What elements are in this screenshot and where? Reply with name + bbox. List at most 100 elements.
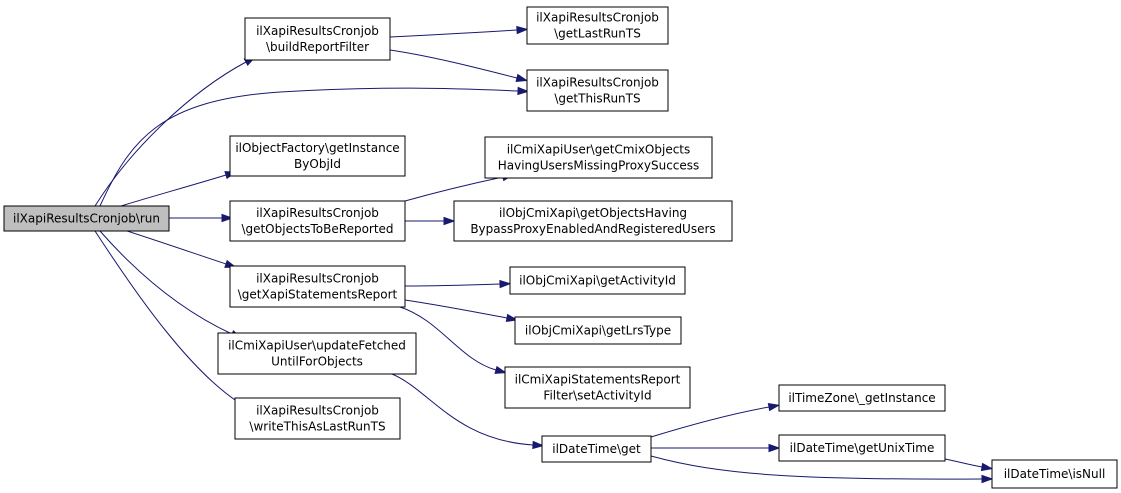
edge-arrowhead [494, 365, 508, 374]
node-get-objects-having-bypass-proxy-enabled-and-registered-users[interactable]: ilObjCmiXapi\getObjectsHavingBypassProxy… [453, 200, 733, 242]
edge-line [404, 299, 508, 319]
node-box[interactable] [778, 384, 946, 412]
edge-build-report-filter-to-get-last-run-t-s [389, 25, 529, 38]
node-box[interactable] [526, 69, 669, 112]
nodes-layer: ilXapiResultsCronjob\run ilXapiResultsCro… [3, 6, 1118, 489]
node-box[interactable] [229, 135, 406, 177]
edge-arrowhead [768, 443, 781, 453]
edge-get-unix-time-to-is-null [944, 458, 994, 472]
node-box[interactable] [453, 200, 733, 242]
node-label: BypassProxyEnabledAndRegisteredUsers [470, 222, 715, 236]
node-tz-get-instance[interactable]: ilTimeZone\_getInstance [778, 384, 946, 412]
edge-line [404, 176, 504, 202]
edge-line [389, 49, 518, 79]
node-label: \getThisRunTS [554, 92, 640, 106]
node-dt-get[interactable]: ilDateTime\get [541, 435, 652, 463]
node-label: ilObjCmiXapi\getActivityId [519, 274, 676, 288]
node-get-this-run-t-s[interactable]: ilXapiResultsCronjob \getThisRunTS [526, 69, 669, 112]
edge-run-to-get-this-run-t-s [99, 86, 530, 207]
edges-layer [94, 25, 994, 484]
node-get-cmix-objects-having-users-missing-proxy-success[interactable]: ilCmiXapiUser\getCmixObjectsHavingUsersM… [484, 136, 713, 179]
node-label: UntilForObjects [271, 355, 363, 369]
node-write-this-as-last-run-t-s[interactable]: ilXapiResultsCronjob \writeThisAsLastRunT… [234, 397, 401, 440]
edge-dt-get-to-is-null [650, 455, 994, 484]
node-run[interactable]: ilXapiResultsCronjob\run [3, 205, 170, 232]
node-label: HavingUsersMissingProxySuccess [498, 159, 700, 173]
edge-run-to-build-report-filter [94, 56, 257, 207]
node-label: \getObjectsToBeReported [241, 222, 393, 236]
edge-line [399, 306, 497, 371]
edge-line [404, 283, 501, 287]
node-box[interactable] [526, 6, 669, 45]
edge-line [94, 230, 239, 403]
node-get-unix-time[interactable]: ilDateTime\getUnixTime [778, 434, 946, 462]
edge-line [650, 455, 983, 480]
edge-dt-get-to-tz-get-instance [650, 402, 781, 438]
node-label: ilXapiResultsCronjob [256, 404, 379, 418]
node-label: ilCmiXapiUser\getCmixObjects [507, 143, 691, 157]
node-label: ilXapiResultsCronjob [536, 11, 659, 25]
node-label: ilDateTime\isNull [1004, 467, 1106, 481]
node-box[interactable] [504, 366, 691, 409]
node-box[interactable] [234, 397, 401, 440]
edge-line [944, 458, 983, 468]
edge-arrowhead [516, 25, 529, 35]
edge-line [389, 29, 518, 38]
edge-run-to-get-objects-to-be-reported [169, 213, 234, 223]
node-box[interactable] [229, 200, 406, 242]
node-box[interactable] [244, 17, 391, 61]
node-box[interactable] [217, 332, 417, 375]
edge-get-xapi-statements-report-to-set-activity-id [399, 306, 508, 374]
edge-arrowhead [499, 279, 512, 289]
node-get-lrs-type[interactable]: ilObjCmiXapi\getLrsType [514, 316, 682, 345]
node-box[interactable] [229, 265, 406, 308]
edge-update-fetched-until-for-objects-to-dt-get [391, 373, 545, 450]
edge-line [99, 230, 233, 335]
node-label: ilObjCmiXapi\getLrsType [525, 324, 671, 338]
node-label: \writeThisAsLastRunTS [249, 420, 385, 434]
edge-line [391, 373, 534, 446]
node-build-report-filter[interactable]: ilXapiResultsCronjob\buildReportFilter [244, 17, 391, 61]
edge-run-to-update-fetched-until-for-objects [99, 230, 243, 339]
edge-run-to-write-this-as-last-run-t-s [94, 230, 248, 409]
node-box[interactable] [991, 459, 1118, 489]
node-get-last-run-t-s[interactable]: ilXapiResultsCronjob\getLastRunTS [526, 6, 669, 45]
node-box[interactable] [514, 316, 682, 345]
node-box[interactable] [541, 435, 652, 463]
edge-arrowhead [517, 86, 530, 96]
node-label: ilXapiResultsCronjob [256, 206, 379, 220]
node-box[interactable] [484, 136, 713, 179]
edge-arrowhead [443, 216, 456, 226]
node-label: ilDateTime\get [552, 442, 641, 456]
node-update-fetched-until-for-objects[interactable]: ilCmiXapiUser\updateFetchedUntilForObjec… [217, 332, 417, 375]
node-get-activity-id[interactable]: ilObjCmiXapi\getActivityId [509, 266, 686, 295]
node-label: ilXapiResultsCronjob [256, 24, 379, 38]
edge-build-report-filter-to-get-this-run-t-s [389, 49, 529, 82]
node-box[interactable] [3, 205, 170, 232]
edge-run-to-get-instance-by-obj-id [120, 171, 238, 207]
edge-arrowhead [767, 402, 781, 412]
node-label: Filter\setActivityId [543, 389, 651, 403]
node-label: ilObjectFactory\getInstance [235, 141, 399, 155]
node-box[interactable] [509, 266, 686, 295]
node-box[interactable] [778, 434, 946, 462]
node-set-activity-id[interactable]: ilCmiXapiStatementsReportFilter\setActiv… [504, 366, 691, 409]
node-is-null[interactable]: ilDateTime\isNull [991, 459, 1118, 489]
edge-line [99, 87, 519, 207]
node-get-objects-to-be-reported[interactable]: ilXapiResultsCronjob \getObjectsToBeRepor… [229, 200, 406, 242]
node-label: ilObjCmiXapi\getObjectsHaving [499, 206, 687, 220]
edge-arrowhead [505, 313, 519, 323]
edge-arrowhead [515, 73, 529, 82]
edge-line [120, 174, 227, 207]
edge-line [94, 61, 247, 207]
edge-get-xapi-statements-report-to-get-lrs-type [404, 299, 519, 323]
edge-get-objects-to-be-reported-to-get-objects-having-bypass-proxy-enabled-and-registered-users [405, 216, 456, 226]
edge-line [650, 406, 770, 438]
node-label: ilCmiXapiUser\updateFetched [228, 339, 406, 353]
node-label: ilXapiResultsCronjob [536, 76, 659, 90]
node-label: ilCmiXapiStatementsReport [515, 373, 681, 387]
node-get-xapi-statements-report[interactable]: ilXapiResultsCronjob\getXapiStatementsRe… [229, 265, 406, 308]
node-label: ilXapiResultsCronjob [256, 272, 379, 286]
